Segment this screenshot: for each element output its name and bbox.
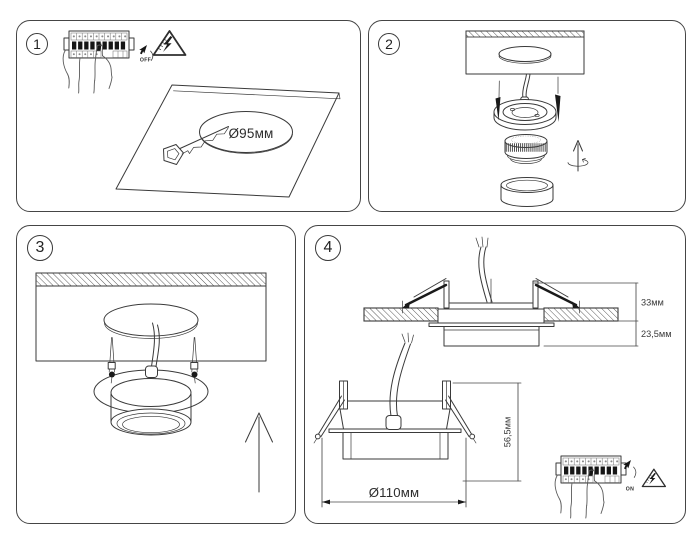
fixture-drawing [93,369,209,436]
hole-diameter-label: Ø95мм [228,126,273,141]
power-off-label: OFF [140,58,151,64]
drywall-saw-drawing [163,126,229,165]
step-3-panel: 3 [16,225,296,524]
step-number-badge: 3 [27,235,53,261]
step-number: 3 [35,239,45,256]
outer-diameter-dimension: Ø110мм [321,437,467,508]
electric-shock-warning-icon [152,30,187,56]
push-up-arrow-icon [245,412,273,493]
total-height-dimension: 56,5мм [452,382,522,482]
step-number-badge: 2 [378,33,400,55]
ceiling-panel-drawing [115,84,341,198]
spring-clips [107,337,199,384]
step-number: 2 [385,36,393,52]
step-2-panel: 2 [368,20,686,212]
step-number: 4 [323,239,333,256]
protrusion-height-label: 23,5мм [641,329,672,339]
step-3-illustration [35,272,273,493]
power-on-label: ON [626,487,634,493]
mains-wire-drawing [145,322,160,378]
cursor-arrow-icon [137,43,154,61]
step-4-illustration: 33мм 23,5мм [313,236,672,522]
step-1-panel: 1 [16,20,361,212]
twist-arrow-icon [567,140,589,172]
step-number: 1 [33,36,41,52]
height-dimensions: 33мм 23,5мм [533,282,672,347]
circuit-breaker-drawing [63,31,134,93]
outer-diameter-label: Ø110мм [369,485,420,500]
step-1-illustration: OFF Ø95мм [17,21,341,198]
step-4-panel: 4 [304,225,686,524]
fixture-side-view [313,332,477,460]
lamp-bulb-drawing [504,134,548,164]
step-number-badge: 1 [26,33,48,55]
electric-shock-warning-icon [641,468,667,488]
recess-height-label: 33мм [641,298,664,308]
fixture-housing-drawing [493,99,557,131]
trim-ring-drawing [500,177,554,207]
ceiling-section-drawing [35,272,267,362]
ceiling-section-drawing [465,30,585,75]
installed-fixture-cross-section [363,236,619,347]
step-2-illustration [465,30,589,207]
step-number-badge: 4 [315,235,341,261]
total-height-label: 56,5мм [503,417,513,448]
spring-clips [495,76,561,122]
circuit-breaker-drawing [555,456,626,518]
cursor-arrow-icon [621,458,637,478]
